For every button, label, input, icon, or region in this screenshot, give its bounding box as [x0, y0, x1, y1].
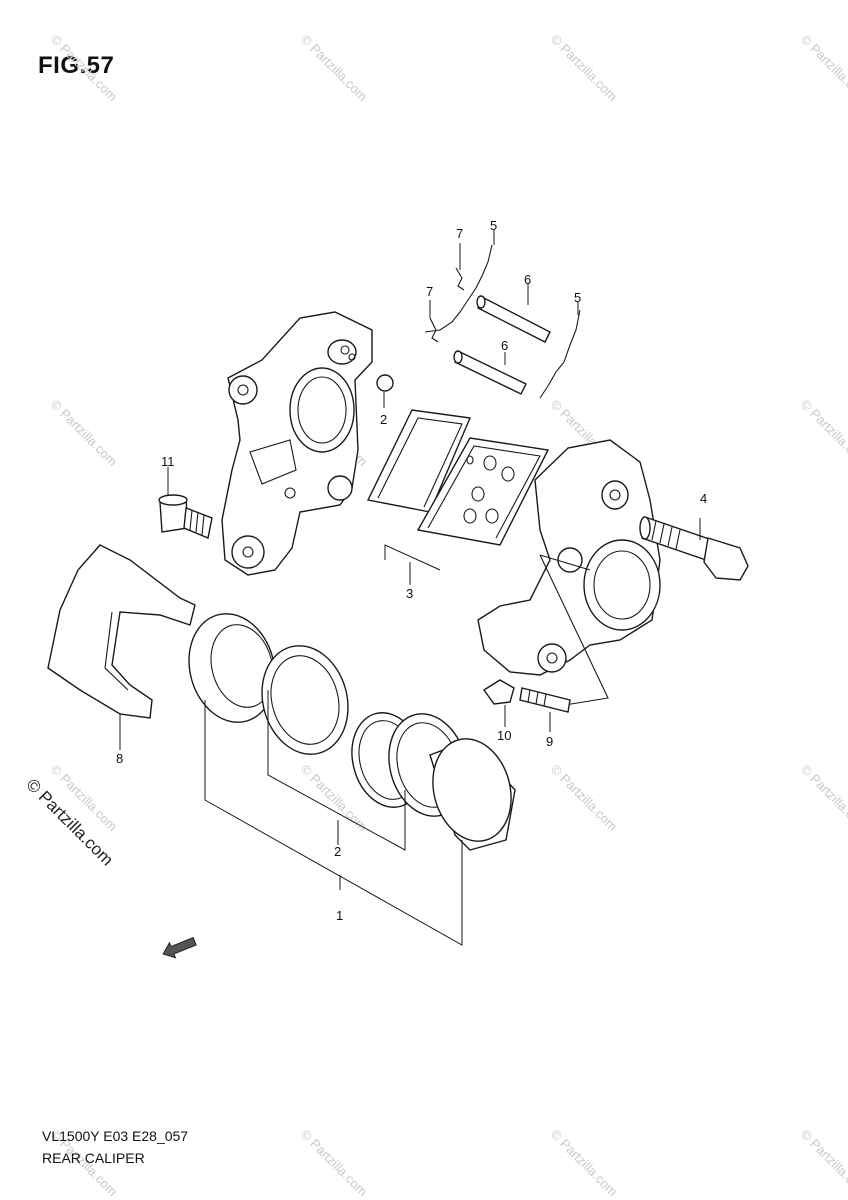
callout-5: 5 [490, 218, 497, 233]
watermark-text: © Partzilla.com [548, 1127, 621, 1200]
watermark-text: © Partzilla.com [798, 397, 848, 470]
fwd-arrow-icon [162, 936, 197, 959]
brake-pads [366, 409, 550, 546]
watermark-text: © Partzilla.com [798, 762, 848, 835]
callout-labels: 1 2 2 3 4 5 5 6 6 7 7 8 9 10 11 [116, 218, 707, 923]
watermark-text: © Partzilla.com [48, 32, 121, 105]
watermark-text: © Partzilla.com [48, 397, 121, 470]
callout-5: 5 [574, 290, 581, 305]
callout-6: 6 [501, 338, 508, 353]
figure-title: FIG.57 [38, 52, 115, 79]
model-code: VL1500Y E03 E28_057 [42, 1128, 189, 1144]
callout-9: 9 [546, 734, 553, 749]
watermark-text: © Partzilla.com [298, 32, 371, 105]
callout-11: 11 [161, 454, 175, 469]
callout-7: 7 [456, 226, 463, 241]
callout-10: 10 [497, 728, 511, 743]
watermark-text: © Partzilla.com [298, 1127, 371, 1200]
callout-2: 2 [334, 844, 341, 859]
leader-lines [119, 230, 701, 946]
piston-seal-set [188, 613, 516, 851]
callout-3: 3 [406, 586, 413, 601]
callout-8: 8 [116, 751, 123, 766]
callout-4: 4 [700, 491, 707, 506]
callout-1: 1 [336, 908, 343, 923]
watermark-text: © Partzilla.com [798, 1127, 848, 1200]
bleeder-cap [482, 679, 515, 705]
seal-washer [376, 374, 394, 392]
callout-2: 2 [380, 412, 387, 427]
mounting-bolt [158, 494, 213, 539]
caliper-bracket [47, 544, 196, 719]
caliper-half-left [221, 311, 373, 576]
callout-6: 6 [524, 272, 531, 287]
watermark-text: © Partzilla.com [548, 32, 621, 105]
section-name: REAR CALIPER [42, 1150, 145, 1166]
caliper-half-right [477, 439, 661, 706]
callout-7: 7 [426, 284, 433, 299]
watermark-text: © Partzilla.com [798, 32, 848, 105]
watermark-text: © Partzilla.com [548, 762, 621, 835]
bleeder-valve [519, 687, 571, 713]
caliper-bolt [639, 516, 749, 581]
pad-pins-and-springs [424, 244, 581, 399]
